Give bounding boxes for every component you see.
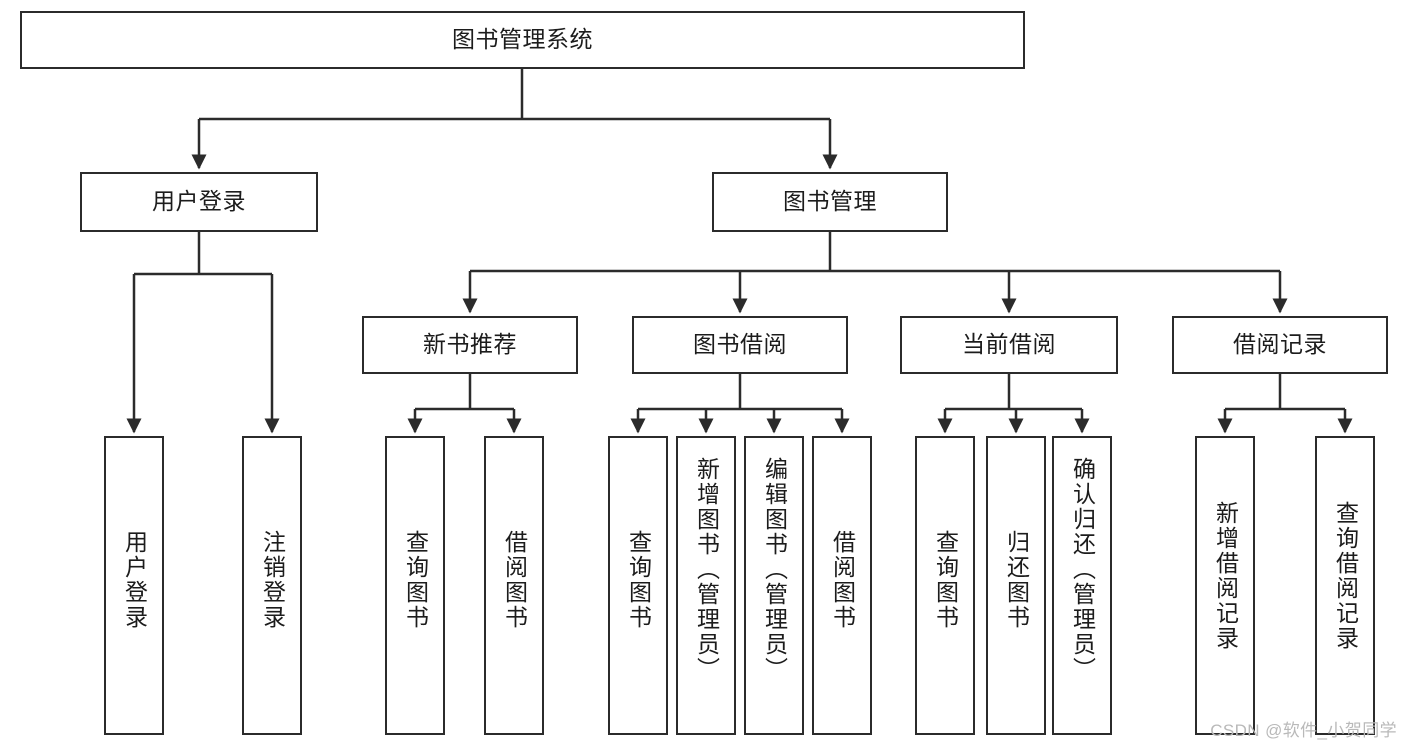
node-leaf-confirm-return[interactable]: 确认归还（管理员） xyxy=(1052,436,1112,735)
node-leaf-return-book-label: 归还图书 xyxy=(1003,529,1030,630)
node-borrow-record[interactable]: 借阅记录 xyxy=(1172,316,1388,374)
node-leaf-query-book-3-label: 查询图书 xyxy=(932,529,959,630)
node-current-borrow[interactable]: 当前借阅 xyxy=(900,316,1118,374)
node-leaf-borrow-book-1[interactable]: 借阅图书 xyxy=(484,436,544,735)
node-leaf-query-record-label: 查询借阅记录 xyxy=(1332,500,1359,651)
node-current-borrow-label: 当前借阅 xyxy=(962,331,1056,358)
node-leaf-borrow-book-1-label: 借阅图书 xyxy=(501,529,528,630)
node-leaf-user-logout-label: 注销登录 xyxy=(259,529,286,630)
node-borrow-record-label: 借阅记录 xyxy=(1233,331,1327,358)
node-leaf-user-login-label: 用户登录 xyxy=(121,529,148,630)
node-leaf-confirm-return-label: 确认归还（管理员） xyxy=(1069,457,1096,682)
node-book-manage[interactable]: 图书管理 xyxy=(712,172,948,232)
node-book-manage-label: 图书管理 xyxy=(783,188,877,215)
node-root[interactable]: 图书管理系统 xyxy=(20,11,1025,69)
node-leaf-edit-book[interactable]: 编辑图书（管理员） xyxy=(744,436,804,735)
node-root-label: 图书管理系统 xyxy=(452,26,593,53)
node-leaf-edit-book-label: 编辑图书（管理员） xyxy=(761,457,788,682)
node-book-borrow[interactable]: 图书借阅 xyxy=(632,316,848,374)
node-new-book-recommend[interactable]: 新书推荐 xyxy=(362,316,578,374)
node-leaf-query-book-1-label: 查询图书 xyxy=(402,529,429,630)
node-leaf-query-book-1[interactable]: 查询图书 xyxy=(385,436,445,735)
node-leaf-query-book-2-label: 查询图书 xyxy=(625,529,652,630)
node-leaf-query-record[interactable]: 查询借阅记录 xyxy=(1315,436,1375,735)
node-leaf-borrow-book-2[interactable]: 借阅图书 xyxy=(812,436,872,735)
node-leaf-query-book-2[interactable]: 查询图书 xyxy=(608,436,668,735)
node-leaf-add-record-label: 新增借阅记录 xyxy=(1212,500,1239,651)
csdn-watermark: CSDN @软件_小贺同学 xyxy=(1210,721,1397,740)
node-leaf-borrow-book-2-label: 借阅图书 xyxy=(829,529,856,630)
node-user-login-label: 用户登录 xyxy=(152,188,246,215)
node-leaf-user-logout[interactable]: 注销登录 xyxy=(242,436,302,735)
node-book-borrow-label: 图书借阅 xyxy=(693,331,787,358)
node-new-book-recommend-label: 新书推荐 xyxy=(423,331,517,358)
node-leaf-return-book[interactable]: 归还图书 xyxy=(986,436,1046,735)
node-leaf-add-book[interactable]: 新增图书（管理员） xyxy=(676,436,736,735)
node-leaf-query-book-3[interactable]: 查询图书 xyxy=(915,436,975,735)
node-leaf-user-login[interactable]: 用户登录 xyxy=(104,436,164,735)
node-leaf-add-record[interactable]: 新增借阅记录 xyxy=(1195,436,1255,735)
node-user-login[interactable]: 用户登录 xyxy=(80,172,318,232)
node-leaf-add-book-label: 新增图书（管理员） xyxy=(693,457,720,682)
